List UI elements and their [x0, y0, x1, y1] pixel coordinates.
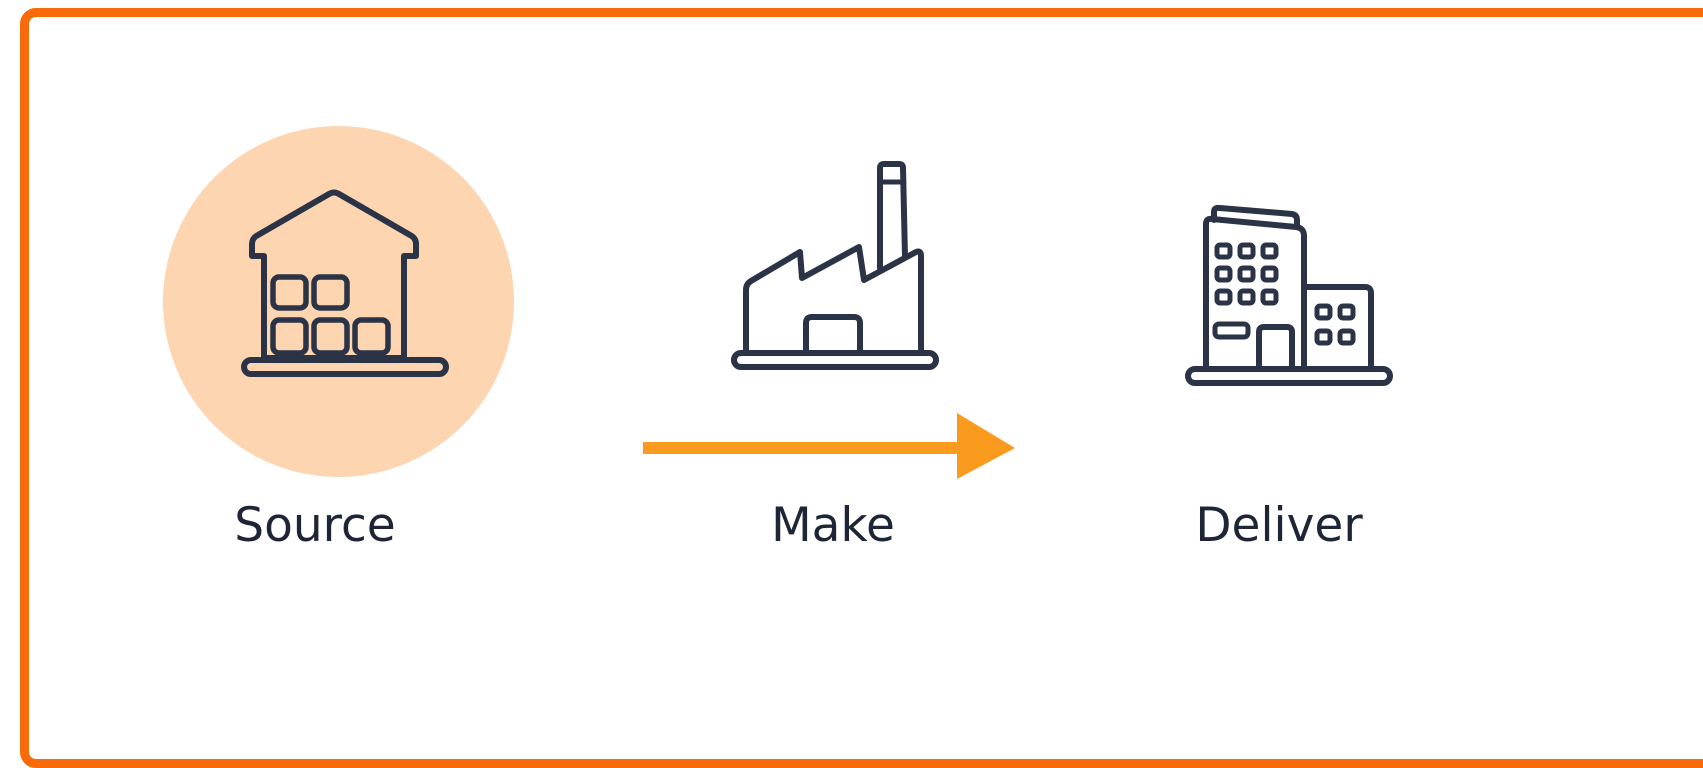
source-highlight-circle	[163, 126, 514, 477]
step-label-source: Source	[234, 498, 396, 553]
warehouse-icon	[240, 188, 450, 380]
step-label-deliver: Deliver	[1195, 498, 1363, 553]
office-building-icon	[1184, 204, 1394, 388]
step-label-make: Make	[771, 498, 895, 553]
factory-icon	[730, 160, 940, 372]
process-arrow	[643, 413, 1017, 486]
